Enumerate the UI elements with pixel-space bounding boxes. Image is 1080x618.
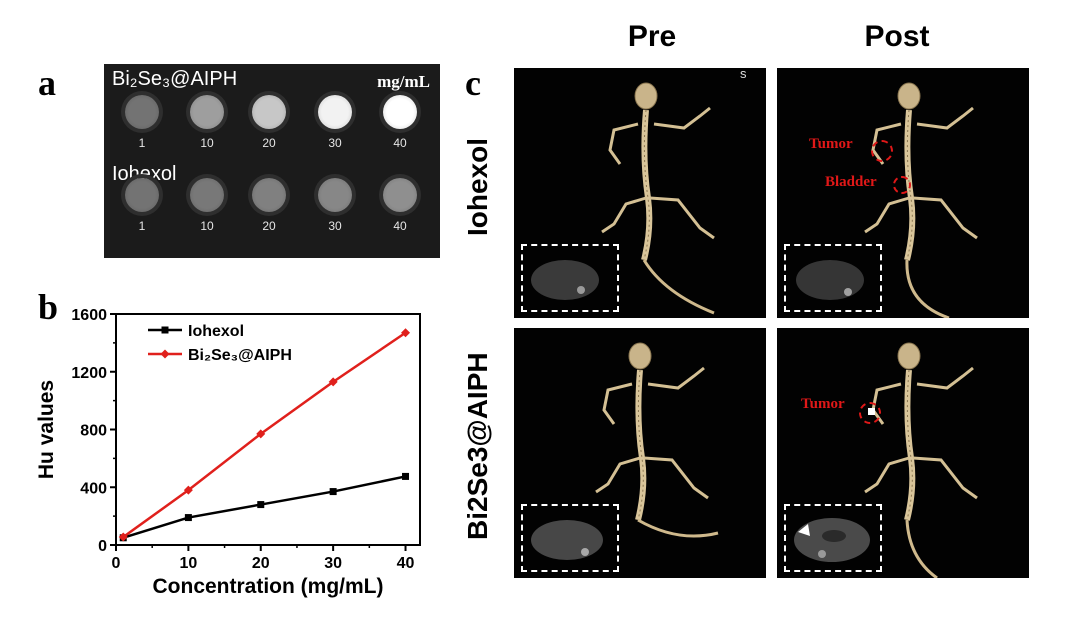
cross-section-inset	[521, 504, 619, 572]
bladder-circle	[893, 176, 911, 194]
concentration-label: 30	[328, 136, 342, 150]
legend-label: Iohexol	[188, 323, 244, 340]
phantom-well	[125, 95, 159, 129]
tumor-circle	[871, 140, 893, 162]
concentration-label: 10	[200, 136, 214, 150]
data-point	[184, 514, 192, 522]
tumor-hotspot	[868, 408, 875, 415]
y-tick-label: 400	[80, 480, 107, 497]
data-point	[329, 488, 337, 496]
data-point	[118, 532, 128, 542]
panel-a-letter: a	[38, 63, 56, 103]
y-tick-label: 800	[80, 423, 107, 440]
cross-section-inset	[784, 244, 882, 312]
skeleton-body	[595, 342, 719, 538]
x-tick-label: 20	[252, 555, 270, 572]
phantom-well	[252, 95, 286, 129]
data-point	[257, 501, 265, 509]
concentration-label: 30	[328, 219, 342, 233]
data-point	[256, 429, 266, 439]
y-axis-label: Hu values	[35, 380, 58, 479]
x-tick-label: 30	[324, 555, 342, 572]
cross-section-inset	[521, 244, 619, 312]
row1-title: Bi₂Se₃@AIPH	[112, 68, 238, 90]
concentration-label: 20	[262, 219, 276, 233]
x-tick-label: 10	[179, 555, 197, 572]
ct-image-iohexol-pre: s	[514, 68, 766, 318]
phantom-well	[190, 178, 224, 212]
concentration-label: 20	[262, 136, 276, 150]
panel-c-letter: c	[465, 63, 481, 103]
ct-image-bi2se3-pre	[514, 328, 766, 578]
x-tick-label: 0	[112, 555, 121, 572]
skeleton-render	[864, 82, 978, 318]
phantom-well	[252, 178, 286, 212]
ct-image-bi2se3-post: Tumor	[777, 328, 1029, 578]
concentration-label: 1	[138, 136, 146, 150]
row-header-bi2se3: Bi2Se3@AIPH	[462, 352, 493, 540]
tumor-circle	[859, 402, 881, 424]
tumor-label: Tumor	[809, 136, 853, 152]
column-header-post: Post	[864, 20, 930, 53]
row-header-iohexol: Iohexol	[462, 137, 493, 236]
x-axis-label: Concentration (mg/mL)	[153, 575, 384, 598]
skeleton-render	[601, 82, 715, 315]
skeleton-body	[864, 82, 978, 318]
data-point	[402, 472, 410, 480]
phantom-well	[125, 178, 159, 212]
bladder-label: Bladder	[825, 174, 877, 190]
corner-mark: s	[740, 68, 747, 81]
x-tick-label: 40	[397, 555, 415, 572]
ct-image-iohexol-post: Tumor Bladder	[777, 68, 1029, 318]
concentration-label: 1	[138, 219, 146, 233]
concentration-label: 10	[200, 219, 214, 233]
legend-label: Bi₂Se₃@AIPH	[188, 347, 292, 364]
y-tick-label: 1600	[71, 307, 107, 324]
skeleton-body	[864, 342, 978, 578]
concentration-label: 40	[393, 136, 407, 150]
cross-section-inset	[784, 504, 882, 572]
y-tick-label: 1200	[71, 365, 107, 382]
concentration-label: 40	[393, 219, 407, 233]
legend-marker	[160, 349, 170, 359]
skeleton-body	[601, 82, 715, 315]
legend-marker	[161, 326, 169, 334]
y-tick-label: 0	[98, 538, 107, 555]
data-point	[328, 377, 338, 387]
column-header-pre: Pre	[627, 20, 677, 53]
phantom-well	[190, 95, 224, 129]
skeleton-render	[864, 342, 978, 578]
phantom-well	[318, 95, 352, 129]
data-point	[401, 328, 411, 338]
phantom-ct-image: Bi₂Se₃@AIPH mg/mL Iohexol 1 10 20 30 40 1 10 20…	[104, 64, 440, 258]
tumor-label: Tumor	[801, 396, 845, 412]
data-point	[183, 485, 193, 495]
unit-label: mg/mL	[377, 72, 430, 91]
phantom-well	[383, 178, 417, 212]
panel-b-letter: b	[38, 287, 59, 327]
phantom-well	[383, 95, 417, 129]
phantom-well	[318, 178, 352, 212]
skeleton-render	[595, 342, 719, 538]
row2-title: Iohexol	[112, 163, 177, 185]
